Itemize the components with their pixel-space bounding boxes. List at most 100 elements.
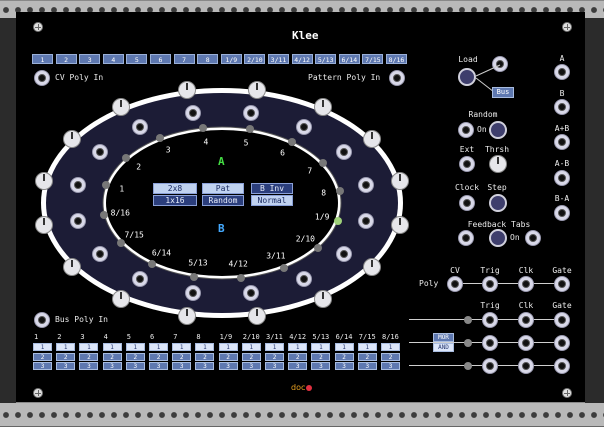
pattern-tab[interactable]: 3/11 [268, 54, 289, 64]
bus-cell[interactable]: 1 [381, 343, 400, 351]
step-jack[interactable] [358, 212, 375, 229]
bus-out-jack[interactable] [482, 312, 498, 328]
bus-cell[interactable]: 1 [195, 343, 215, 351]
random-jack[interactable] [458, 122, 474, 138]
bus-out-jack[interactable] [554, 312, 570, 328]
pattern-tab[interactable]: 7/15 [362, 54, 384, 64]
bus-cell[interactable]: 2 [334, 352, 354, 361]
mor-button[interactable]: MOR [433, 333, 454, 342]
normal-button[interactable]: Normal [251, 195, 293, 206]
clock-jack[interactable] [459, 195, 475, 211]
step-jack[interactable] [132, 271, 149, 288]
random-mode-button[interactable]: Random [202, 195, 244, 206]
bus-cell[interactable]: 3 [33, 362, 52, 370]
pattern-tab[interactable]: 2 [55, 54, 77, 64]
pattern-tab[interactable]: 8/16 [386, 54, 407, 64]
pattern-tab[interactable]: 6/14 [338, 54, 360, 64]
step-jack[interactable] [132, 118, 149, 135]
bus-cell[interactable]: 2 [149, 352, 168, 361]
bus-cell[interactable]: 3 [288, 362, 308, 370]
bus-cell[interactable]: 3 [218, 362, 238, 370]
pattern-tab[interactable]: 2/10 [244, 54, 266, 64]
step-knob[interactable] [363, 130, 382, 149]
bus-cell[interactable]: 1 [172, 343, 192, 351]
bus-cell[interactable]: 2 [265, 352, 284, 361]
bus-out-jack[interactable] [518, 312, 534, 328]
bus-cell[interactable]: 3 [125, 362, 145, 370]
step-knob[interactable] [313, 289, 332, 308]
bus-cell[interactable]: 1 [265, 343, 284, 351]
b-invert-button[interactable]: B Inv [251, 183, 293, 194]
bus-out-jack[interactable] [518, 358, 534, 374]
bus-cell[interactable]: 2 [172, 352, 192, 361]
bus-poly-in-jack[interactable] [34, 312, 50, 328]
step-jack[interactable] [69, 212, 86, 229]
pattern-tab[interactable]: 7 [173, 54, 195, 64]
bus-cell[interactable]: 2 [311, 352, 331, 361]
bus-button[interactable]: Bus [492, 87, 514, 98]
bus-cell[interactable]: 1 [149, 343, 168, 351]
bus-cell[interactable]: 3 [79, 362, 99, 370]
step-jack[interactable] [336, 143, 353, 160]
bus-cell[interactable]: 2 [56, 352, 76, 361]
step-jack[interactable] [185, 285, 202, 302]
bus-out-jack[interactable] [554, 335, 570, 351]
step-knob[interactable] [390, 216, 409, 235]
bus-cell[interactable]: 1 [241, 343, 261, 351]
pattern-tab[interactable]: 6 [150, 54, 171, 64]
step-jack[interactable] [295, 271, 312, 288]
step-jack[interactable] [69, 177, 86, 194]
bus-out-jack[interactable] [482, 335, 498, 351]
bus-cell[interactable]: 1 [125, 343, 145, 351]
pattern-tab[interactable]: 1/9 [220, 54, 242, 64]
bus-cell[interactable]: 2 [79, 352, 99, 361]
poly-gate-jack[interactable] [554, 276, 570, 292]
ext-jack[interactable] [459, 156, 475, 172]
out-a-jack[interactable] [554, 64, 570, 80]
bus-cell[interactable]: 1 [334, 343, 354, 351]
load-jack[interactable] [492, 56, 508, 72]
bus-cell[interactable]: 3 [381, 362, 400, 370]
bus-cell[interactable]: 1 [357, 343, 377, 351]
cv-poly-in-jack[interactable] [34, 70, 50, 86]
pattern-tab[interactable]: 5 [126, 54, 148, 64]
feedback-tabs-out-jack[interactable] [525, 230, 541, 246]
bus-cell[interactable]: 1 [311, 343, 331, 351]
step-jack[interactable] [295, 118, 312, 135]
bus-out-jack[interactable] [554, 358, 570, 374]
bus-cell[interactable]: 3 [172, 362, 192, 370]
step-knob[interactable] [177, 306, 196, 325]
pattern-tab[interactable]: 4 [102, 54, 124, 64]
pattern-poly-in-jack[interactable] [389, 70, 405, 86]
pattern-tab[interactable]: 8 [197, 54, 219, 64]
mode-2x8-button[interactable]: 2x8 [153, 183, 197, 194]
bus-cell[interactable]: 2 [357, 352, 377, 361]
bus-cell[interactable]: 3 [149, 362, 168, 370]
feedback-tabs-button[interactable] [489, 229, 507, 247]
and-button[interactable]: AND [433, 343, 454, 352]
bus-cell[interactable]: 1 [102, 343, 122, 351]
out-a-plus-b-jack[interactable] [554, 134, 570, 150]
mode-1x16-button[interactable]: 1x16 [153, 195, 197, 206]
bus-cell[interactable]: 1 [56, 343, 76, 351]
step-knob[interactable] [35, 171, 54, 190]
step-knob[interactable] [313, 98, 332, 117]
step-jack[interactable] [242, 285, 259, 302]
poly-cv-jack[interactable] [447, 276, 463, 292]
bus-cell[interactable]: 1 [79, 343, 99, 351]
poly-clk-jack[interactable] [518, 276, 534, 292]
bus-cell[interactable]: 1 [33, 343, 52, 351]
pattern-tab[interactable]: 3 [79, 54, 101, 64]
step-jack[interactable] [91, 246, 108, 263]
bus-cell[interactable]: 3 [241, 362, 261, 370]
pattern-button[interactable]: Pat [202, 183, 244, 194]
load-button[interactable] [458, 68, 476, 86]
poly-trig-jack[interactable] [482, 276, 498, 292]
bus-cell[interactable]: 3 [56, 362, 76, 370]
out-b-jack[interactable] [554, 99, 570, 115]
bus-cell[interactable]: 3 [334, 362, 354, 370]
pattern-tab[interactable]: 1 [32, 54, 53, 64]
pattern-tab[interactable]: 5/13 [315, 54, 337, 64]
step-knob[interactable] [62, 257, 81, 276]
bus-cell[interactable]: 3 [265, 362, 284, 370]
